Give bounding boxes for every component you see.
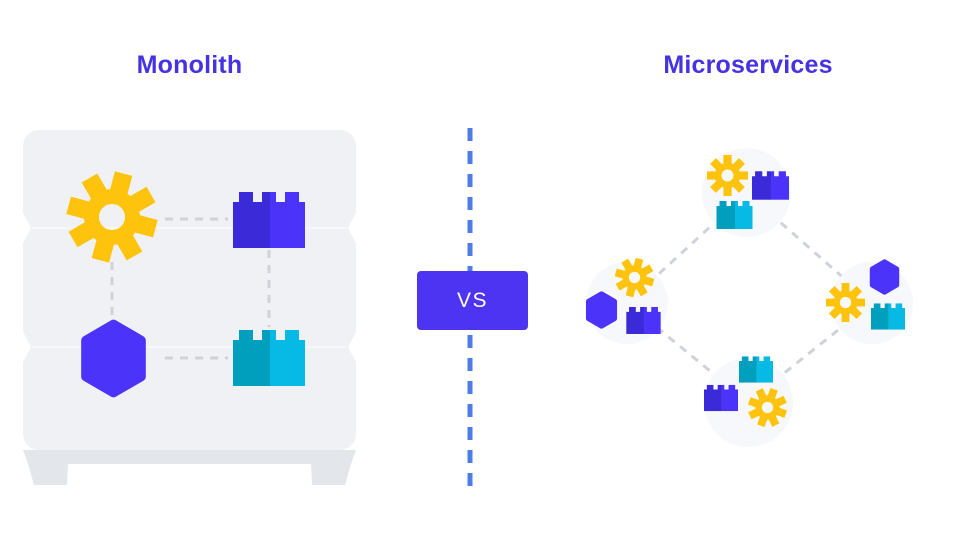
divider-dashed-line [467,128,473,494]
gear-icon [66,171,158,263]
hexagon-icon [585,291,618,329]
monolith-body [23,130,356,450]
monolith-container [23,130,356,485]
lego-brick-cyan-icon [871,303,905,330]
monolith-title: Monolith [136,51,243,79]
hexagon-icon [869,259,900,295]
lego-brick-purple-icon [704,384,738,412]
lego-brick-purple-icon [752,171,789,200]
lego-brick-purple-icon [233,192,305,248]
vs-label: VS [456,288,488,312]
monolith-internal-connectors [110,217,271,360]
lego-brick-cyan-icon [739,356,773,383]
gear-icon [826,283,865,322]
hexagon-icon [81,319,146,398]
microservices-connectors [624,190,875,404]
lego-brick-purple-icon [626,307,661,334]
gear-icon [747,387,788,428]
vs-badge: VS [417,271,528,330]
monolith-base-feet [23,450,356,485]
lego-brick-cyan-icon [716,201,753,229]
lego-brick-cyan-icon [233,330,305,386]
microservices-title: Microservices [663,51,833,79]
gear-icon [614,257,655,298]
gear-icon [707,155,748,196]
